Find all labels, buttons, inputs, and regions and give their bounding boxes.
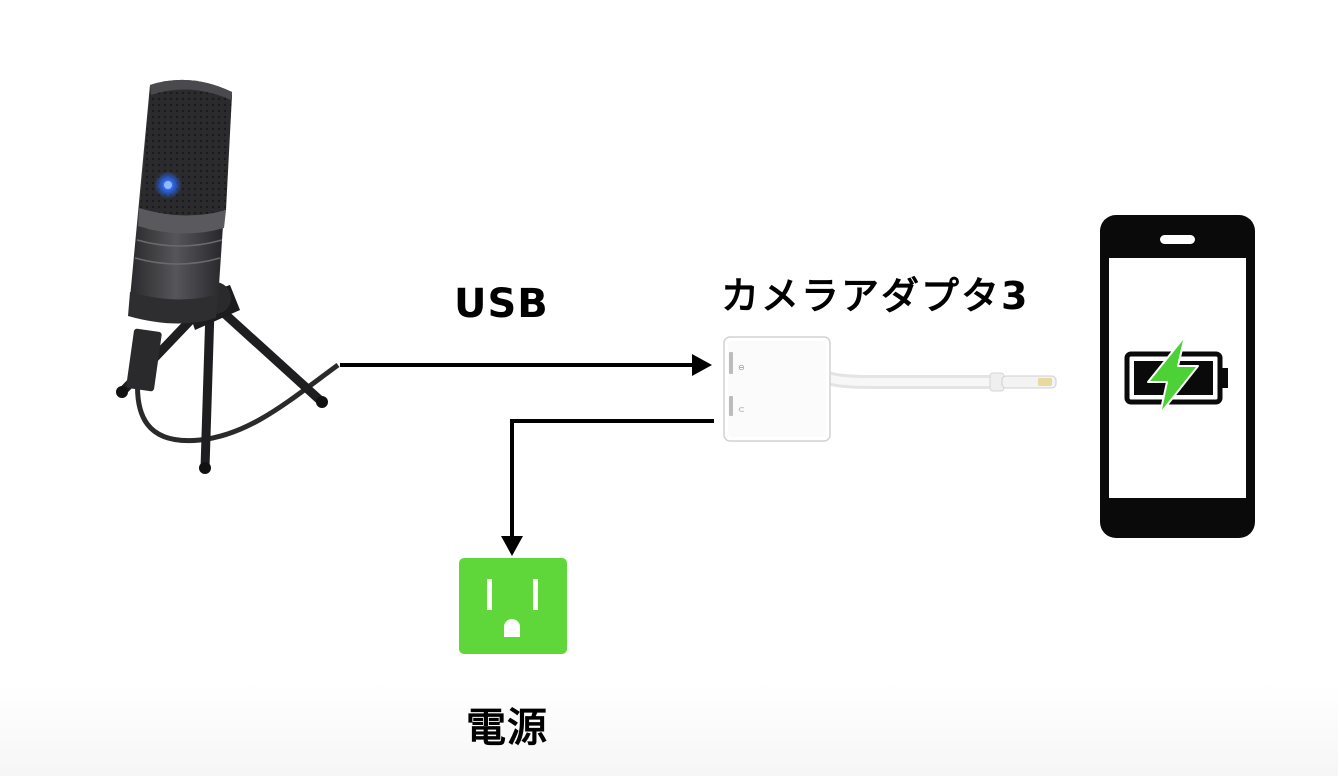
power-arrow bbox=[501, 419, 714, 556]
power-label: 電源 bbox=[466, 705, 548, 751]
svg-text:⊂: ⊂ bbox=[738, 405, 745, 414]
usb-arrow bbox=[340, 354, 712, 376]
camera-adapter-label: カメラアダプタ3 bbox=[721, 274, 1030, 318]
microphone-icon bbox=[116, 79, 340, 474]
power-outlet-icon bbox=[459, 558, 567, 654]
camera-adapter-icon: ⊖ ⊂ bbox=[723, 336, 1057, 442]
battery-charging-icon bbox=[1124, 335, 1228, 415]
svg-text:⊖: ⊖ bbox=[738, 363, 745, 372]
usb-label: USB bbox=[454, 281, 549, 327]
